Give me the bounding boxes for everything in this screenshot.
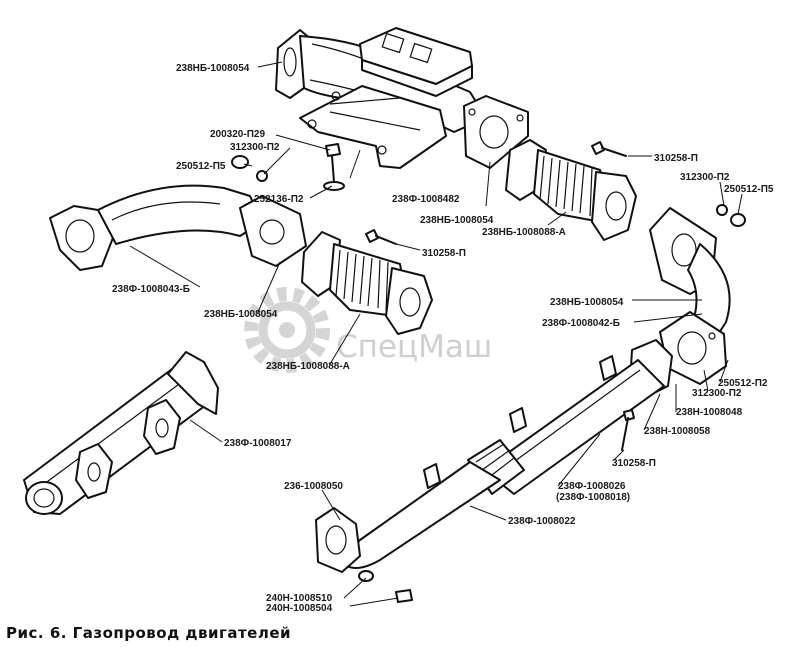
bolt-310258-top xyxy=(591,141,627,157)
gear-icon xyxy=(244,287,330,373)
lower-pipe xyxy=(315,461,501,603)
pipe-right-angled xyxy=(649,207,731,385)
bolt-310258-mid xyxy=(365,229,397,245)
label-310258-p-low: 310258-П xyxy=(612,458,656,469)
label-238f-1008018: (238Ф-1008018) xyxy=(556,492,630,503)
top-manifold xyxy=(275,27,529,169)
label-238nb-1008054-mid: 238НБ-1008054 xyxy=(420,215,494,226)
label-238nb-1008054-right: 238НБ-1008054 xyxy=(550,297,624,308)
label-238nb-1008054-left: 238НБ-1008054 xyxy=(204,309,278,320)
bellows-left xyxy=(301,231,433,335)
label-240n-1008510: 240Н-1008510 xyxy=(266,593,333,604)
nut-washer-right xyxy=(716,204,746,227)
label-236-1008050: 236-1008050 xyxy=(284,481,343,492)
bolt-200320 xyxy=(231,143,345,191)
label-238f-1008482: 238Ф-1008482 xyxy=(392,194,460,205)
label-312300-p2-c: 312300-П2 xyxy=(692,388,742,399)
label-250512-p2: 250512-П2 xyxy=(718,378,768,389)
leader-lines xyxy=(129,61,743,607)
label-310258-p-top: 310258-П xyxy=(654,153,698,164)
label-238nb-1008088a-left: 238НБ-1008088-А xyxy=(266,361,350,372)
label-250512-p5-a: 250512-П5 xyxy=(176,161,226,172)
label-252136-p2: 252136-П2 xyxy=(254,194,304,205)
label-238f-1008022: 238Ф-1008022 xyxy=(508,516,576,527)
label-238nb-1008088a-right: 238НБ-1008088-А xyxy=(482,227,566,238)
long-tube xyxy=(483,339,673,495)
figure-caption: Рис. 6. Газопровод двигателей xyxy=(6,624,292,642)
bellows-right xyxy=(505,139,637,241)
label-238f-1008043b: 238Ф-1008043-Б xyxy=(112,284,190,295)
label-312300-p2-a: 312300-П2 xyxy=(230,142,280,153)
label-238nb-1008054-top: 238НБ-1008054 xyxy=(176,63,250,74)
bolt-310258-low xyxy=(621,409,635,451)
label-238n-1008048: 238Н-1008048 xyxy=(676,407,743,418)
label-200320-p29: 200320-П29 xyxy=(210,129,265,140)
label-240n-1008504: 240Н-1008504 xyxy=(266,603,333,614)
manifold-238f-1008017 xyxy=(23,351,219,515)
watermark-text: СпецМаш xyxy=(336,329,492,365)
label-238f-1008026: 238Ф-1008026 xyxy=(558,481,626,492)
label-310258-p-mid: 310258-П xyxy=(422,248,466,259)
label-238f-1008017: 238Ф-1008017 xyxy=(224,438,292,449)
label-238n-1008058: 238Н-1008058 xyxy=(644,426,711,437)
pipe-left-curved xyxy=(49,184,307,271)
label-238f-1008042b: 238Ф-1008042-Б xyxy=(542,318,620,329)
label-312300-p2-b: 312300-П2 xyxy=(680,172,730,183)
watermark: СпецМаш xyxy=(244,287,492,373)
part-labels: 238НБ-1008054 200320-П29 312300-П2 25051… xyxy=(112,63,774,614)
label-250512-p5-b: 250512-П5 xyxy=(724,184,774,195)
